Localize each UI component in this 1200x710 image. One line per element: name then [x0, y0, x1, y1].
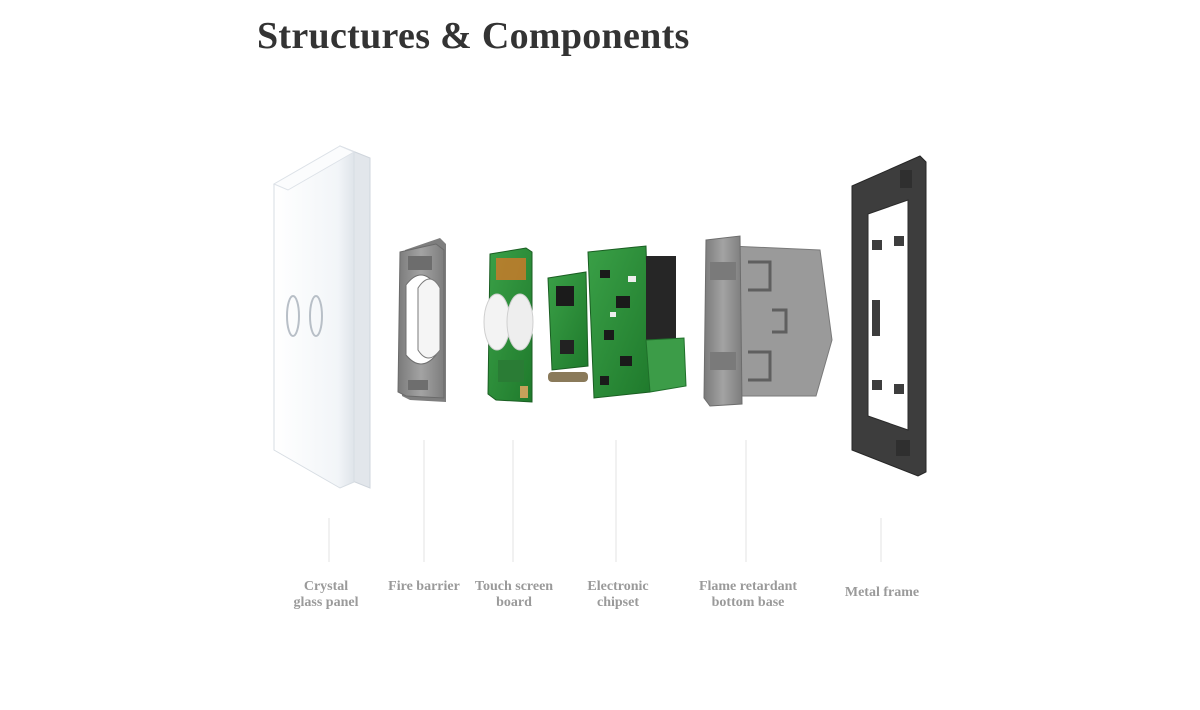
- label-crystal-glass-panel: Crystal glass panel: [293, 579, 359, 610]
- label-flame-retardant-bottom-base: Flame retardant bottom base: [698, 579, 798, 610]
- metal-frame-icon: [851, 155, 927, 477]
- label-touch-screen-board: Touch screen board: [474, 579, 554, 610]
- label-metal-frame: Metal frame: [844, 585, 920, 600]
- fire-barrier-icon: [397, 238, 446, 402]
- crystal-glass-panel-icon: [272, 145, 371, 489]
- leader-lines: [328, 440, 882, 562]
- page-title: Structures & Components: [257, 15, 690, 57]
- touch-screen-board-icon: [483, 247, 534, 403]
- label-fire-barrier: Fire barrier: [388, 579, 460, 594]
- electronic-chipset-icon: [547, 245, 687, 399]
- label-electronic-chipset: Electronic chipset: [587, 579, 649, 610]
- flame-retardant-bottom-base-icon: [703, 235, 833, 407]
